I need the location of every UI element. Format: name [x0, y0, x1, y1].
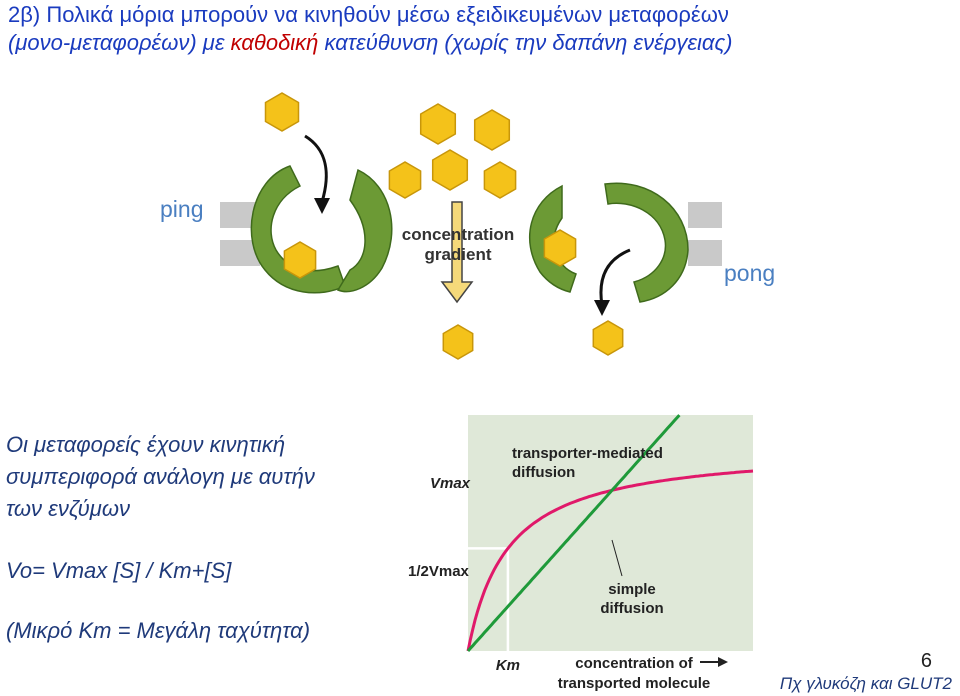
- molecule-hexagon: [473, 109, 511, 151]
- gradient-label-line-1: concentration: [402, 225, 514, 244]
- arrowhead-left: [314, 198, 330, 214]
- membrane-right-top: [688, 202, 722, 228]
- body-line-3: των ενζύμων: [6, 496, 130, 521]
- molecule-hexagon: [419, 103, 457, 145]
- arrow-out-transporter-right: [599, 248, 631, 306]
- x-axis-label-line-1: concentration of: [575, 655, 694, 672]
- chart-plot-background: [468, 415, 753, 651]
- y-tick-half-vmax: 1/2Vmax: [408, 563, 470, 580]
- title-line-2: (μονο-μεταφορέων) με καθοδική κατεύθυνση…: [8, 30, 733, 56]
- gradient-label-line-2: gradient: [424, 245, 491, 264]
- series-simple-diffusion-line: [466, 414, 681, 652]
- x-tick-km: Km: [496, 657, 520, 674]
- title-line-2-prefix: (μονο-μεταφορέων) με: [8, 30, 231, 55]
- label-transporter-line-1: transporter-mediated: [512, 445, 663, 462]
- transporter-right-protein-half: [604, 182, 689, 303]
- equation: Vo= Vmax [S] / Km+[S]: [6, 558, 232, 583]
- y-tick-vmax: Vmax: [430, 475, 471, 492]
- arrow-into-transporter-left: [304, 134, 328, 203]
- title-line-1: 2β) Πολικά μόρια μπορούν να κινηθούν μέσ…: [8, 2, 729, 27]
- label-simple-line-2: diffusion: [600, 600, 663, 617]
- body-line-2: συμπεριφορά ανάλογη με αυτήν: [6, 464, 315, 489]
- molecule-hexagon: [543, 229, 577, 267]
- title-line-2-suffix: κατεύθυνση (χωρίς την δαπάνη ενέργειας): [318, 30, 733, 55]
- arrowhead-right: [594, 300, 610, 316]
- title-line-2-highlight: καθοδική: [230, 30, 319, 55]
- x-axis-arrowhead: [718, 657, 728, 667]
- membrane-right-bottom: [688, 240, 722, 266]
- transport-diagram: concentration gradient: [220, 92, 722, 360]
- simple-diffusion-pointer: [611, 539, 623, 577]
- pong-label: pong: [724, 260, 776, 286]
- molecule-hexagon: [442, 324, 474, 360]
- footer-note: Πχ γλυκόζη και GLUT2: [779, 674, 952, 693]
- transporter-left-protein-half: [336, 168, 393, 293]
- kinetics-chart: Vmax 1/2Vmax Km transporter-mediated dif…: [408, 414, 754, 692]
- body-line-1: Οι μεταφορείς έχουν κινητική: [6, 432, 286, 457]
- molecule-hexagon: [264, 92, 300, 132]
- km-note: (Μικρό Km = Μεγάλη ταχύτητα): [6, 618, 311, 643]
- slide-number: 6: [920, 650, 932, 672]
- molecule-hexagon: [283, 241, 317, 279]
- ping-label: ping: [160, 196, 204, 222]
- molecule-hexagon: [431, 149, 469, 191]
- label-transporter-line-2: diffusion: [512, 464, 575, 481]
- molecule-hexagon: [388, 161, 422, 199]
- gradient-arrow: [440, 201, 474, 304]
- molecule-hexagon: [592, 320, 624, 356]
- molecule-hexagon: [483, 161, 517, 199]
- label-simple-line-1: simple: [608, 581, 656, 598]
- x-axis-label-line-2: transported molecule: [558, 675, 711, 692]
